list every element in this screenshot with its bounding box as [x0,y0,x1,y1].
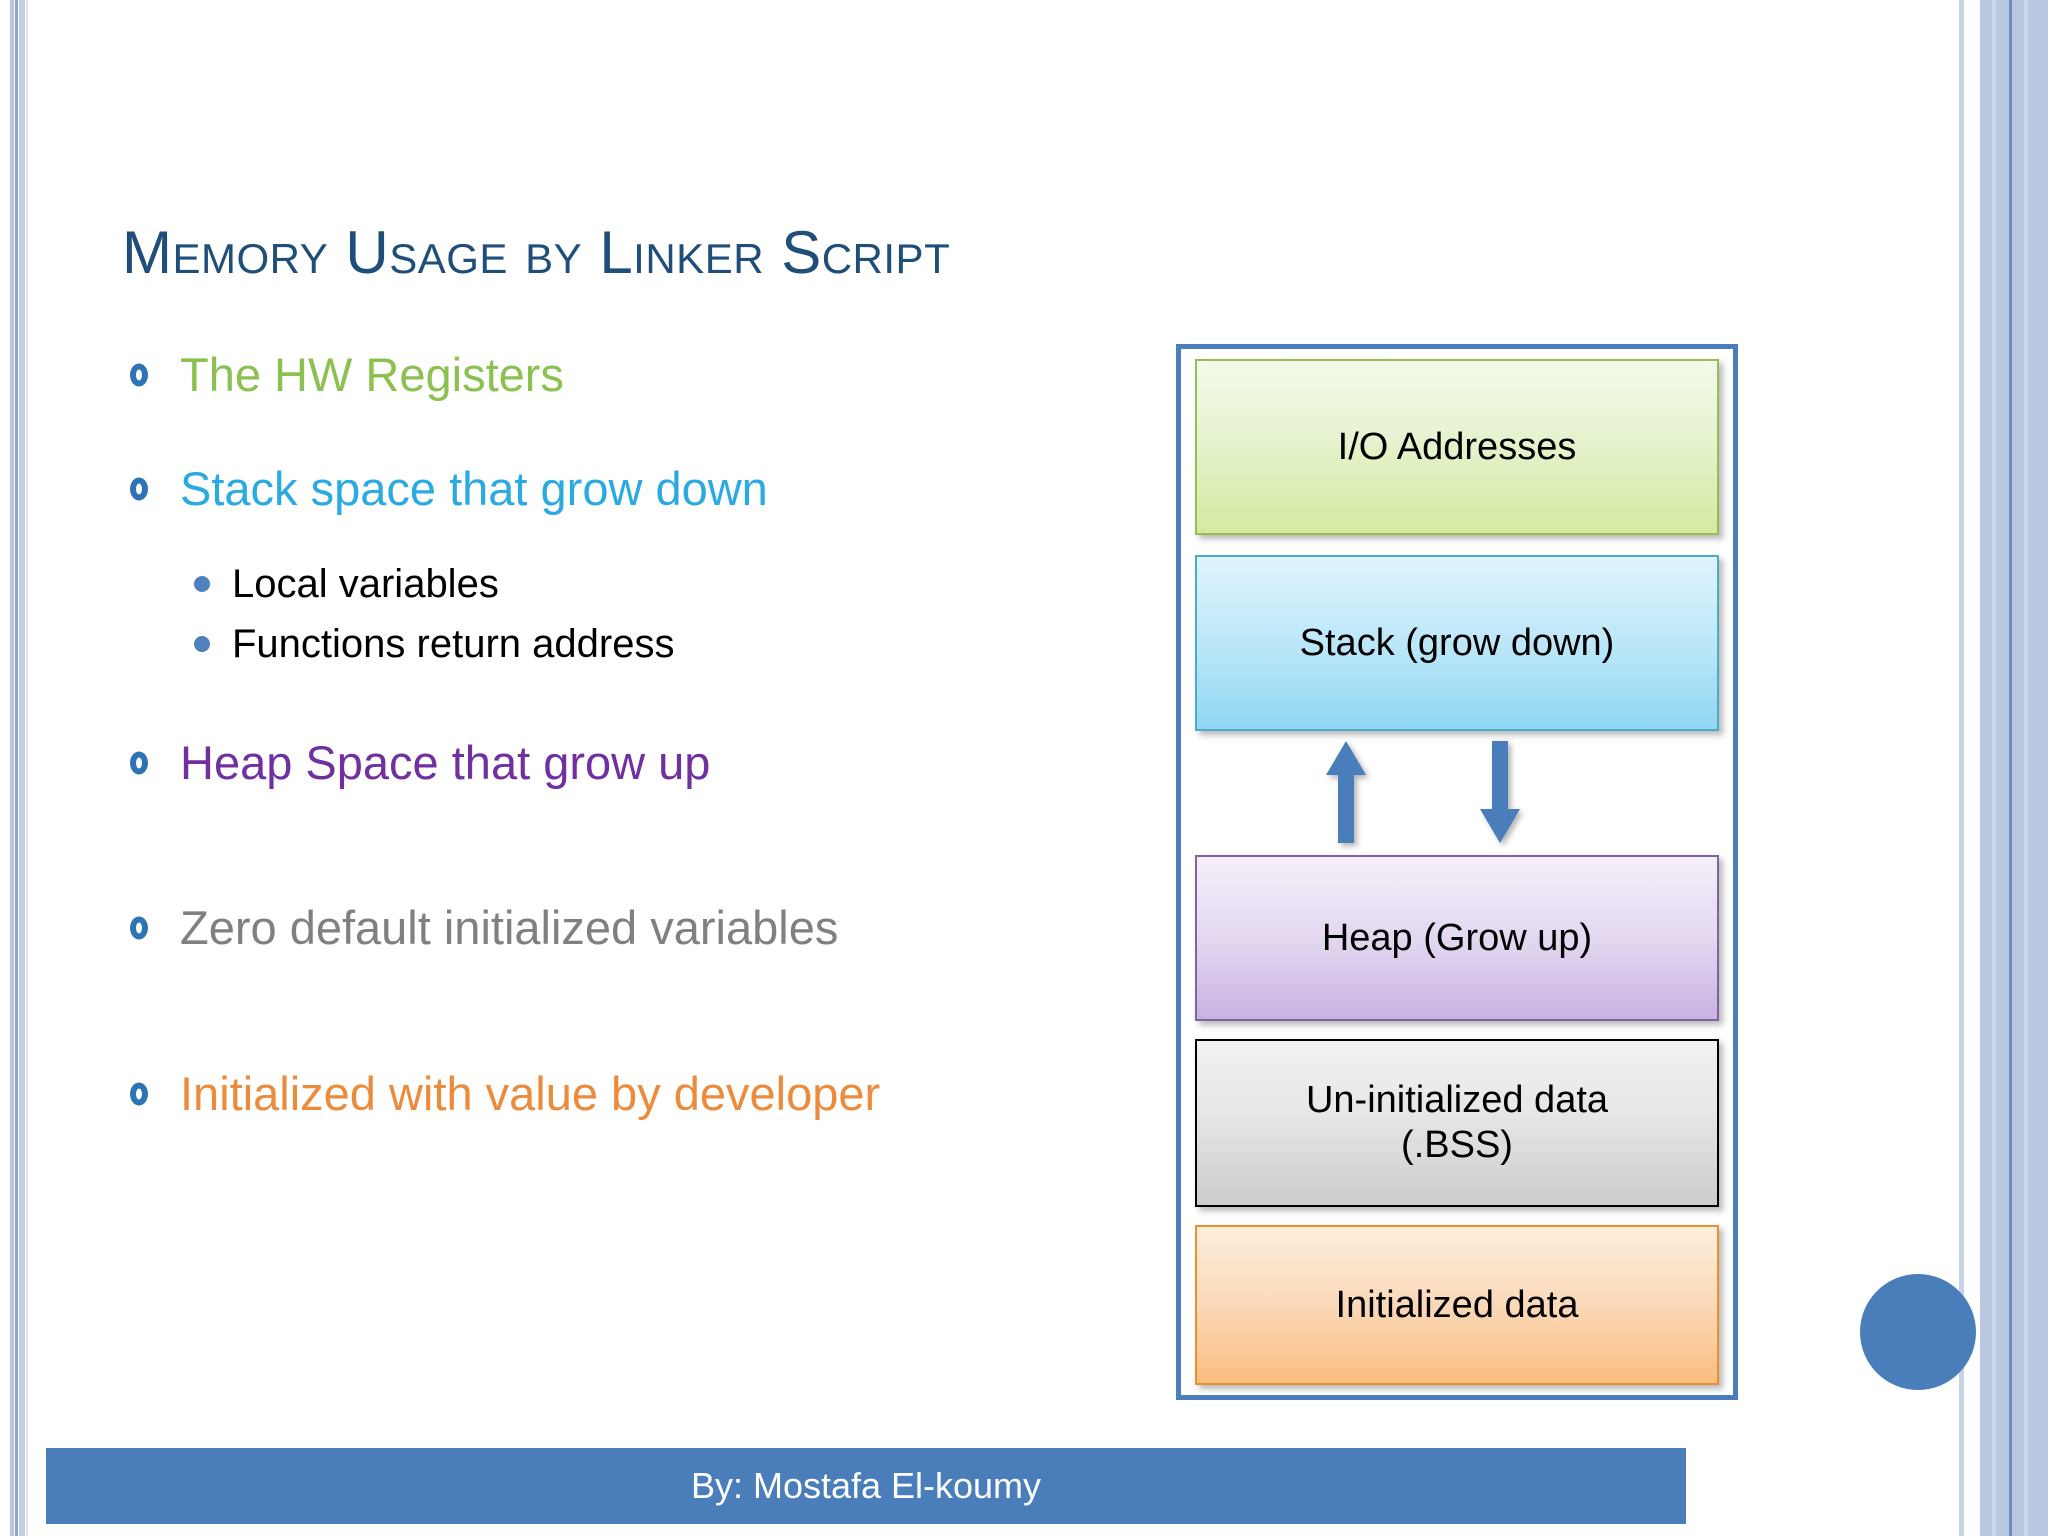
bullet-label: Zero default initialized variables [180,901,839,955]
right-band [1980,0,2048,1536]
bullet-label: Initialized with value by developer [180,1067,881,1121]
bullet-item-stack: Stack space that grow down [122,461,1142,515]
left-stripe-2 [15,0,18,1536]
footer-bar: By: Mostafa El-koumy [46,1448,1686,1524]
ring-bullet-icon [130,477,148,501]
left-stripe-4 [26,0,28,1536]
bullet-list: The HW Registers Stack space that grow d… [122,350,1142,1119]
bullet-item-zero-initialized: Zero default initialized variables [122,903,1142,953]
memory-block-label: Un-initialized data (.BSS) [1306,1078,1608,1168]
memory-block-initialized-data: Initialized data [1195,1225,1719,1385]
memory-block-bss: Un-initialized data (.BSS) [1195,1039,1719,1207]
memory-block-stack: Stack (grow down) [1195,555,1719,731]
ring-bullet-icon [130,1082,148,1106]
memory-map-diagram: I/O Addresses Stack (grow down) Heap (Gr… [1176,344,1738,1400]
bullet-label: The HW Registers [180,348,564,401]
circle-accent-shape [1860,1274,1976,1390]
right-edge-decoration [1959,0,2048,1536]
right-stripe-3 [2024,0,2028,1536]
memory-block-label: Initialized data [1335,1283,1579,1326]
spacer [122,851,1142,903]
dot-bullet-icon [194,635,210,652]
left-stripe-1 [10,0,14,1536]
right-stripe-2 [2009,0,2012,1536]
ring-bullet-icon [130,916,148,940]
footer-author-label: By: Mostafa El-koumy [690,1465,1042,1506]
sub-bullet-label: Functions return address [232,621,675,666]
left-edge-decoration [0,0,34,1536]
stack-heap-arrows [1195,739,1719,849]
spacer [122,514,1142,554]
bullet-label: Heap Space that grow up [180,735,711,789]
memory-block-label: Heap (Grow up) [1321,916,1593,959]
dot-bullet-icon [194,575,210,592]
bullet-item-heap: Heap Space that grow up [122,735,1142,789]
sub-bullet-local-variables: Local variables [122,554,1142,614]
ring-bullet-icon [130,363,148,387]
memory-block-heap: Heap (Grow up) [1195,855,1719,1021]
sub-bullet-functions-return-address: Functions return address [122,614,1142,674]
page-title: Memory Usage by Linker Script [122,219,951,286]
arrow-down-icon [1480,741,1520,843]
spacer [122,787,1142,851]
spacer [122,1017,1142,1069]
spacer [122,674,1142,738]
memory-block-label: Stack (grow down) [1299,621,1615,664]
bullet-item-hw-registers: The HW Registers [122,350,1142,400]
spacer [122,400,1142,464]
bullet-label: Stack space that grow down [180,461,768,515]
ring-bullet-icon [130,751,148,775]
arrow-up-icon [1326,741,1366,843]
spacer [122,953,1142,1017]
sub-bullet-label: Local variables [232,561,499,606]
memory-block-io-addresses: I/O Addresses [1195,359,1719,535]
bullet-item-initialized-by-developer: Initialized with value by developer [122,1069,1142,1119]
memory-block-label: I/O Addresses [1337,425,1577,468]
bss-line-2: (.BSS) [1401,1124,1513,1166]
left-stripe-3 [19,0,25,1536]
right-stripe-1 [1992,0,1996,1536]
bss-line-1: Un-initialized data [1305,1079,1609,1122]
